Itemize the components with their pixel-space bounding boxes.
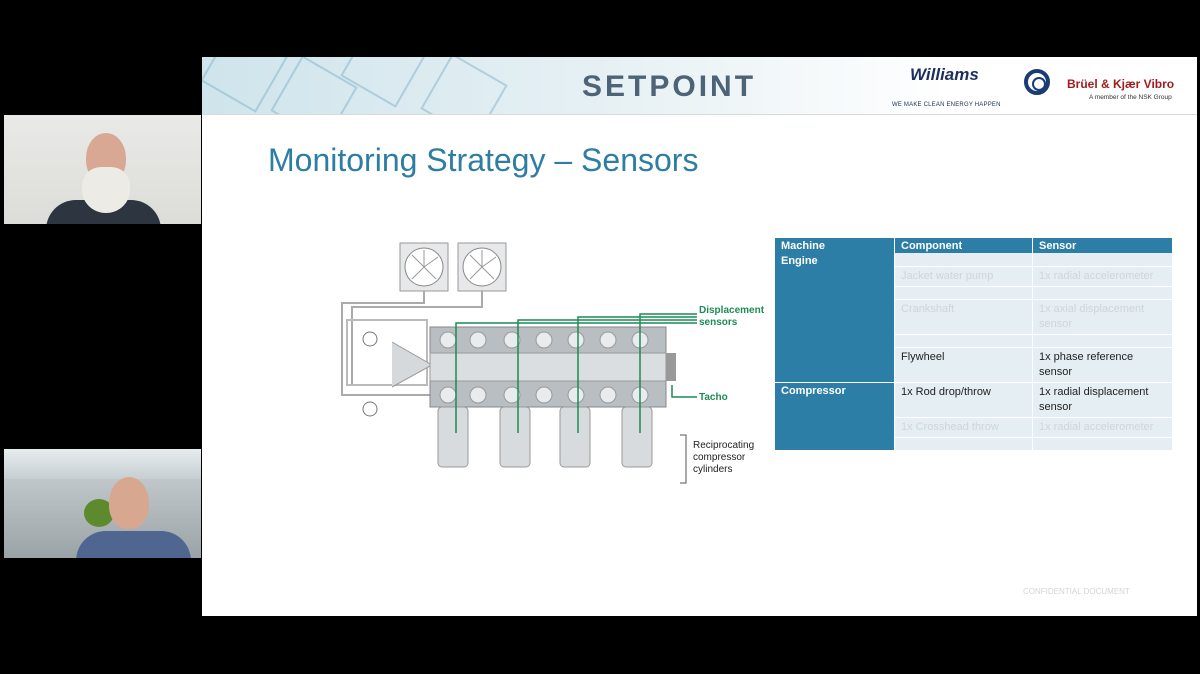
column-header-machine: Machine — [775, 238, 895, 253]
setpoint-logo: SETPOINT — [582, 70, 757, 103]
table-row: Compressor 1x Rod drop/throw 1x radial d… — [775, 382, 1173, 451]
displacement-label-line2: sensors — [699, 317, 738, 328]
participant-video-1[interactable] — [4, 115, 201, 224]
participant-2-figure — [76, 531, 191, 558]
bk-tagline: A member of the NSK Group — [1089, 94, 1172, 101]
component-cell: Crankshaft — [894, 299, 1033, 335]
sensor-cell: 1x radial accelerometer — [1032, 266, 1173, 287]
table-row: Flywheel 1x phase reference sensor — [775, 347, 1173, 383]
sensor-cell: 1x axial displacement sensor — [1032, 299, 1173, 335]
cooling-fan-icon — [457, 242, 507, 292]
participant-video-2[interactable] — [4, 449, 201, 558]
sensor-cell: 1x phase reference sensor — [1032, 347, 1173, 383]
machine-compressor: Compressor — [775, 382, 895, 451]
displacement-sensors-label: Displacement sensors — [699, 305, 764, 329]
table-row: Jacket water pump 1x radial acceleromete… — [775, 266, 1173, 287]
bk-logo-icon — [1024, 69, 1050, 95]
column-header-component: Component — [894, 238, 1033, 253]
component-cell: Flywheel — [894, 347, 1033, 383]
confidential-footer: CONFIDENTIAL DOCUMENT — [1023, 587, 1130, 596]
table-row — [775, 334, 1173, 348]
compressor-diagram-graphic — [341, 242, 697, 484]
component-cell: 1x Crosshead throw — [894, 417, 1033, 438]
slide-title: Monitoring Strategy – Sensors — [268, 142, 699, 178]
cylinders-label-line3: cylinders — [693, 464, 733, 475]
table-row: Crankshaft 1x axial displacement sensor — [775, 299, 1173, 335]
sensor-cell: 1x radial displacement sensor — [1032, 382, 1173, 418]
compressor-diagram: Displacement sensors Tacho Reciprocating… — [252, 235, 772, 485]
williams-tagline: WE MAKE CLEAN ENERGY HAPPEN — [892, 102, 1001, 108]
table-row: 1x Crosshead throw 1x radial acceleromet… — [775, 417, 1173, 438]
table-header-row: Machine Component Sensor — [775, 238, 1173, 253]
component-cell: 1x Rod drop/throw — [894, 382, 1033, 418]
component-cell: Jacket water pump — [894, 266, 1033, 287]
sensor-cell: 1x radial accelerometer — [1032, 417, 1173, 438]
table-row — [775, 437, 1173, 451]
williams-logo: Williams — [910, 65, 979, 84]
cooling-fan-icon — [399, 242, 449, 292]
participant-panel — [0, 0, 202, 674]
shared-slide: SETPOINT Williams WE MAKE CLEAN ENERGY H… — [202, 57, 1197, 616]
bk-logo-text: Brüel & Kjær Vibro — [1067, 77, 1175, 91]
table-row: Engine — [775, 253, 1173, 383]
displacement-label-line1: Displacement — [699, 305, 765, 316]
cylinders-label-line2: compressor — [693, 452, 746, 463]
cylinders-label-line1: Reciprocating — [693, 440, 755, 451]
machine-engine: Engine — [775, 253, 895, 383]
beard — [82, 167, 130, 213]
reciprocating-cylinders-label: Reciprocating compressor cylinders — [693, 440, 754, 476]
column-header-sensor: Sensor — [1032, 238, 1173, 253]
table-row — [775, 286, 1173, 300]
tacho-label: Tacho — [699, 392, 728, 403]
slide-banner: SETPOINT Williams WE MAKE CLEAN ENERGY H… — [202, 57, 1197, 115]
sensor-table: Machine Component Sensor Engine Jacket w… — [775, 238, 1173, 451]
